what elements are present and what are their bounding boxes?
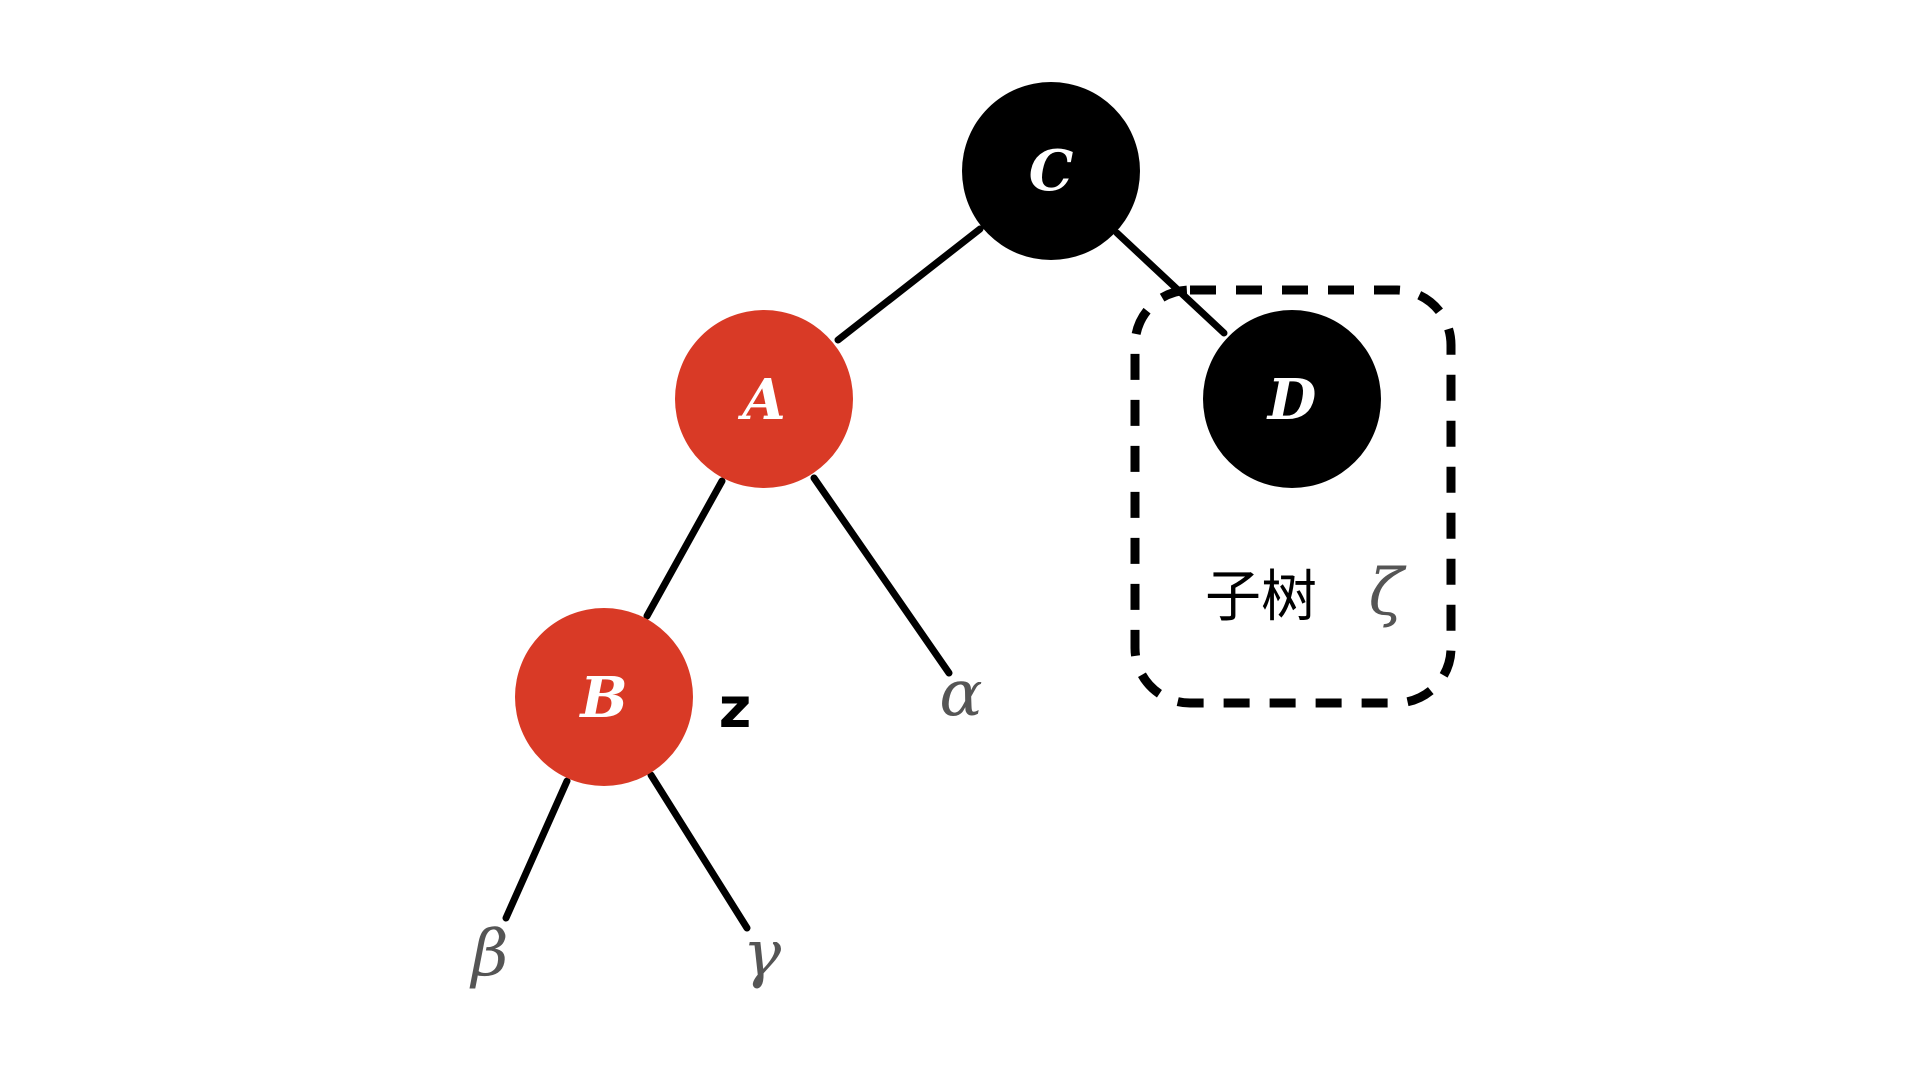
node-d-label: D — [1266, 367, 1317, 433]
node-b-label: B — [578, 665, 627, 731]
z-marker: z — [719, 676, 752, 741]
edge-b-gamma — [647, 771, 751, 932]
subtree-symbol: ζ — [1369, 556, 1407, 630]
node-a: A — [675, 310, 853, 488]
node-b: B — [515, 608, 693, 786]
leaf-beta: β — [470, 917, 509, 991]
leaf-gamma: γ — [743, 917, 782, 991]
leaf-alpha: α — [939, 657, 982, 731]
node-c: C — [962, 82, 1140, 260]
subtree-dashed-box — [1130, 285, 1456, 708]
edge-a-alpha — [810, 474, 953, 677]
subtree-label: 子树 — [1205, 565, 1317, 630]
node-a-label: A — [737, 367, 785, 433]
edge-b-beta — [502, 777, 571, 922]
edge-c-d — [1113, 229, 1228, 337]
node-d: D — [1203, 310, 1381, 488]
edge-a-b — [643, 477, 726, 620]
edge-c-a — [834, 225, 984, 344]
node-c-label: C — [1029, 138, 1074, 204]
